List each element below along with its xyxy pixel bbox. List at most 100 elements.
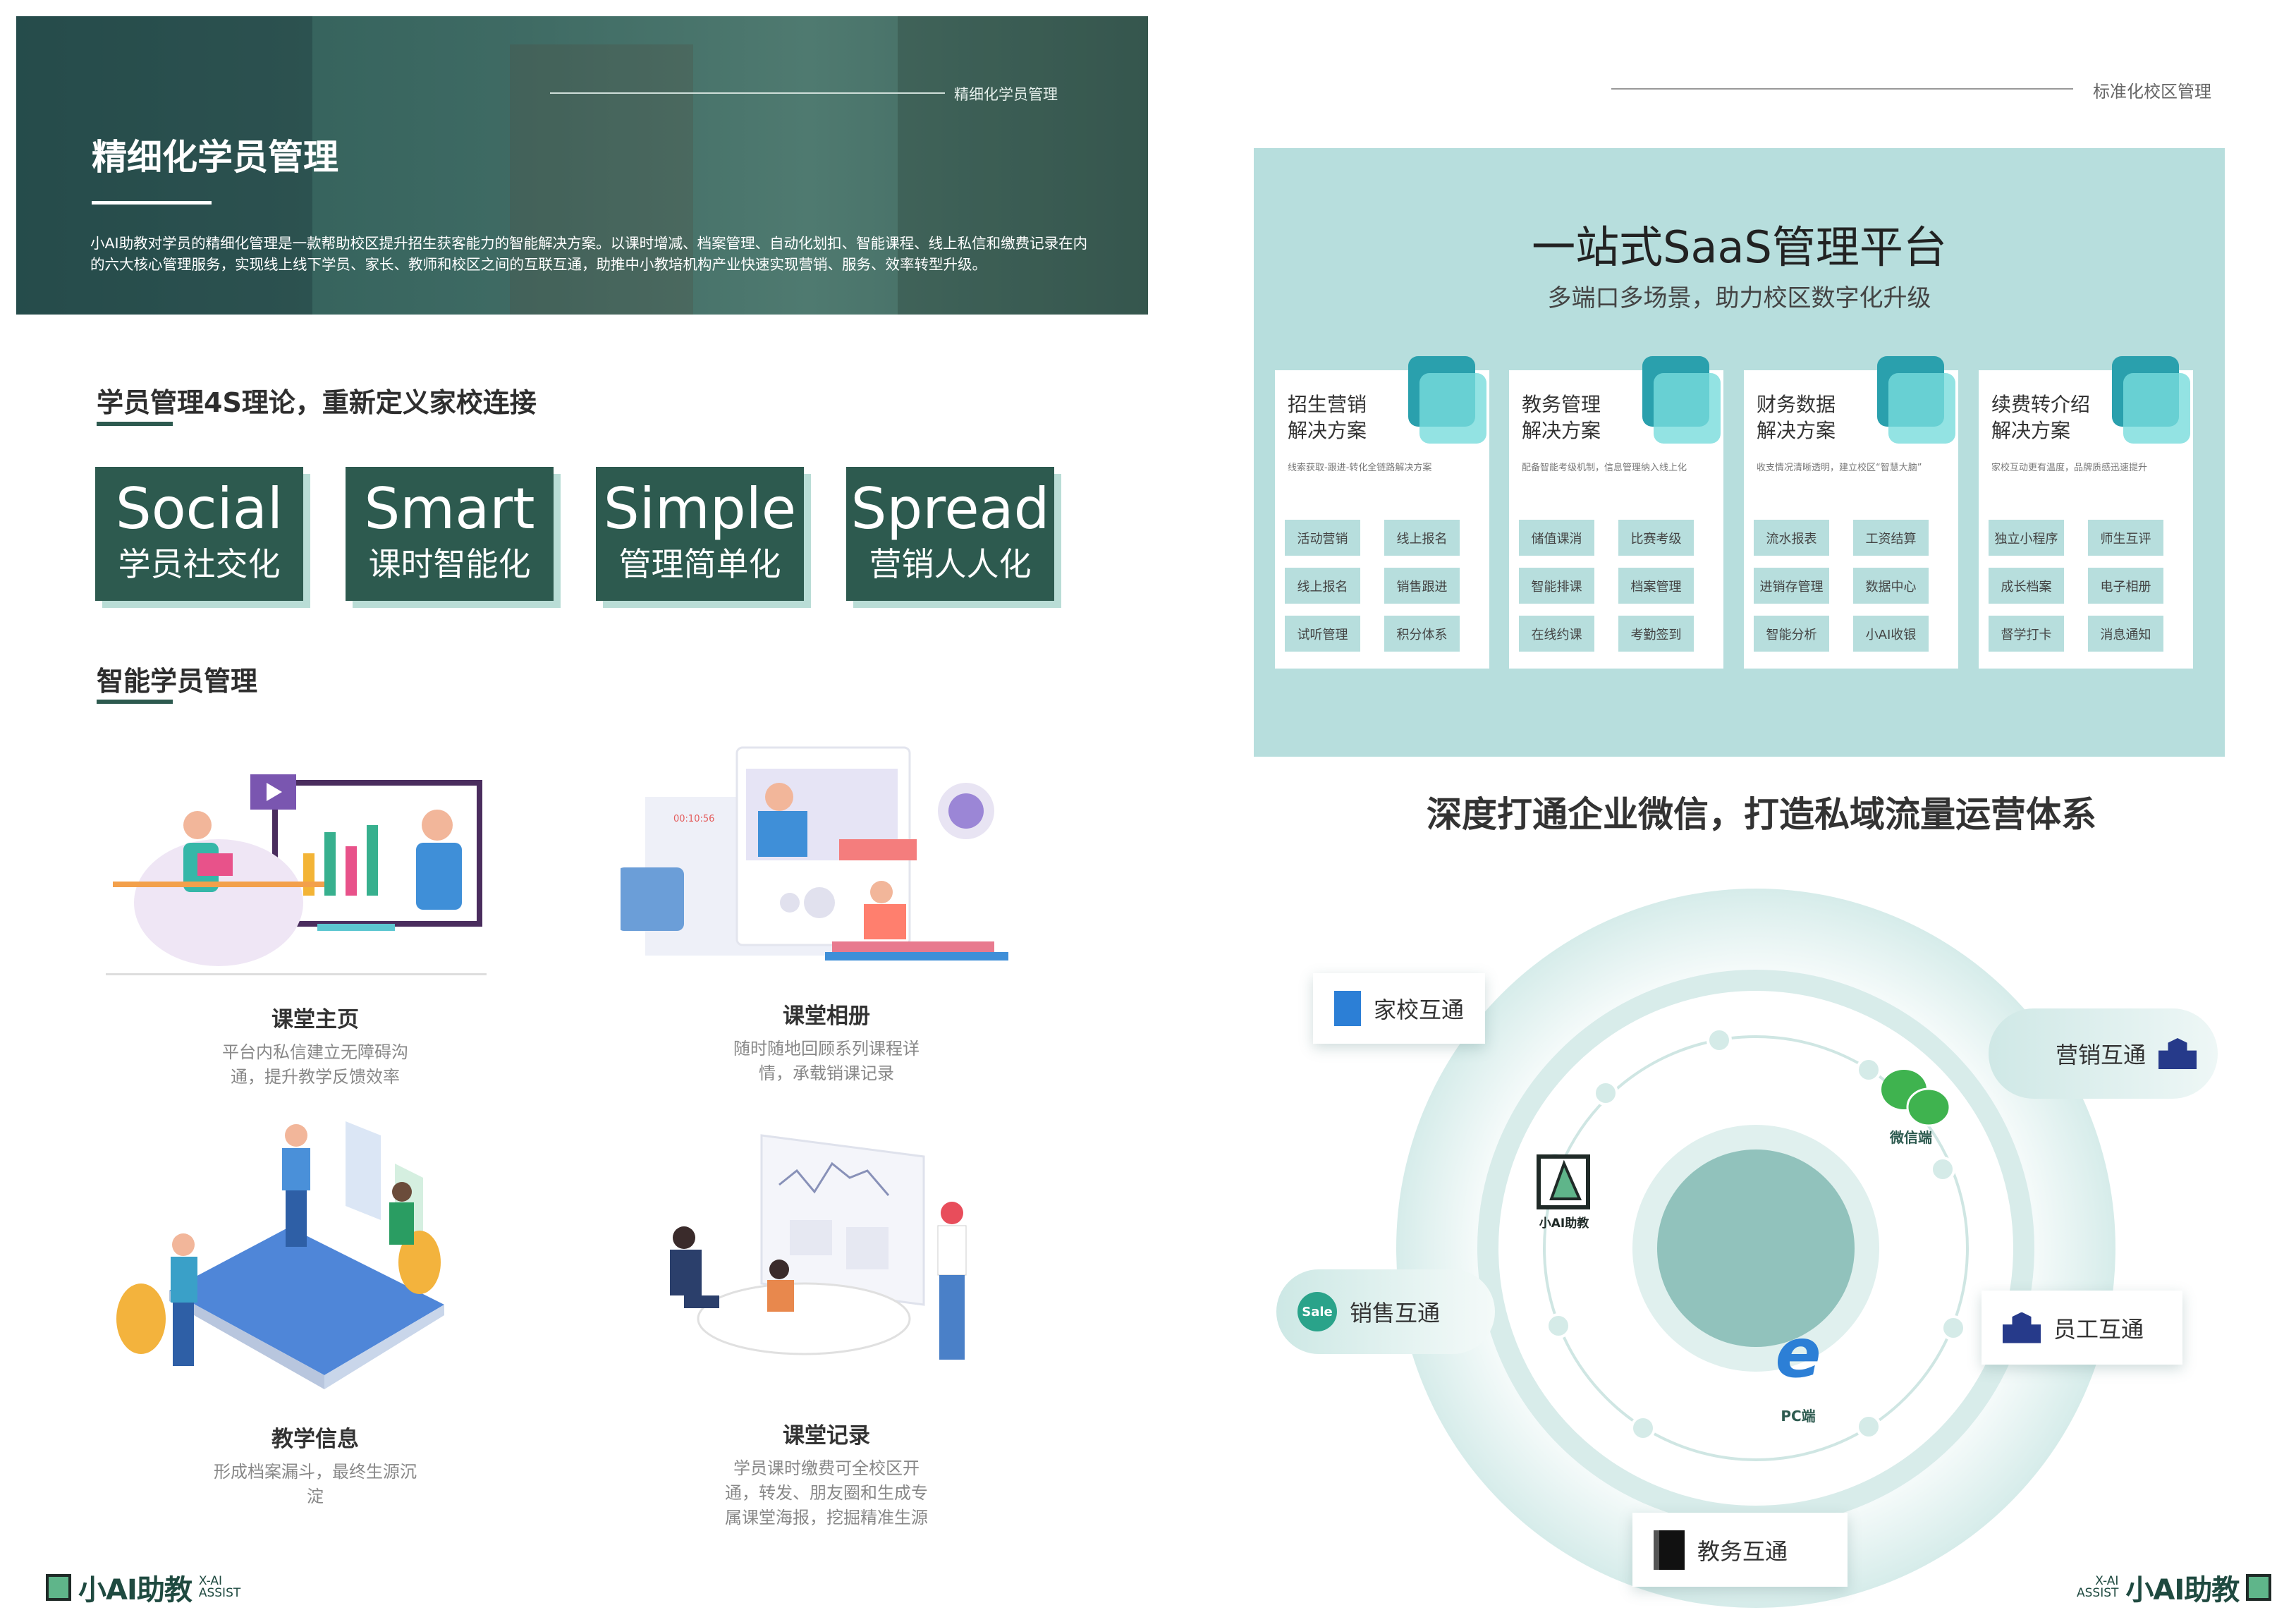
- hero-tag: 精细化学员管理: [954, 86, 1058, 103]
- feature-tag[interactable]: 在线约课: [1519, 616, 1594, 652]
- solution-card-recruit: 招生营销解决方案 线索获取-跟进-转化全链路解决方案 活动营销线上报名 线上报名…: [1275, 356, 1489, 669]
- photo-shade: [16, 16, 312, 315]
- feature-tag[interactable]: 督学打卡: [1989, 616, 2064, 652]
- feature-desc: 平台内私信建立无障碍沟通，提升教学反馈效率: [222, 1042, 408, 1087]
- hero-paragraph: 小AI助教对学员的精细化管理是一款帮助校区提升招生获客能力的智能解决方案。以课时…: [90, 235, 1088, 273]
- feature-tag[interactable]: 小AI收银: [1853, 616, 1929, 652]
- title-underline: [92, 201, 212, 205]
- section-heading-smart: 智能学员管理: [97, 666, 258, 697]
- node-staff[interactable]: 员工互通: [1981, 1291, 2182, 1365]
- feature-teaching-info: 教学信息形成档案漏斗，最终生源沉淀: [174, 1421, 456, 1509]
- logo-name: 小AI助教: [2125, 1574, 2240, 1606]
- card-title-2: 解决方案: [1757, 419, 1836, 442]
- card-title-2: 解决方案: [1991, 419, 2071, 442]
- classroom-album-illustration: 00:10:56: [621, 746, 1008, 961]
- s4-en: Simple: [603, 476, 797, 542]
- feature-desc: 形成档案漏斗，最终生源沉淀: [214, 1462, 417, 1506]
- photo-shade: [510, 44, 693, 315]
- feature-tag[interactable]: 师生互评: [2088, 520, 2163, 556]
- node-label: 教务互通: [1697, 1537, 1788, 1565]
- feature-tag[interactable]: 线上报名: [1384, 520, 1460, 556]
- feature-tag[interactable]: 积分体系: [1384, 616, 1460, 652]
- feature-classroom-record: 课堂记录学员课时缴费可全校区开通，转发、朋友圈和生成专属课堂海报，挖掘精准生源: [685, 1417, 967, 1530]
- logo-name: 小AI助教: [78, 1574, 193, 1606]
- card-title-1: 续费转介绍: [1991, 393, 2091, 416]
- feature-tag[interactable]: 电子相册: [2088, 568, 2163, 604]
- hero-banner: 精细化学员管理 精细化学员管理 小AI助教对学员的精细化管理是一款帮助校区提升招…: [16, 16, 1148, 315]
- s4-en: Smart: [364, 476, 535, 542]
- chat-icon: [1419, 373, 1486, 444]
- logo-mark-icon: [2246, 1574, 2272, 1601]
- feature-tag[interactable]: 档案管理: [1618, 568, 1694, 604]
- feature-title: 教学信息: [271, 1427, 359, 1452]
- feature-desc: 学员课时缴费可全校区开通，转发、朋友圈和生成专属课堂海报，挖掘精准生源: [725, 1458, 928, 1528]
- feature-tag[interactable]: 数据中心: [1853, 568, 1929, 604]
- feature-desc: 随时随地回顾系列课程详情，承载销课记录: [733, 1039, 920, 1083]
- database-icon: [1654, 373, 1721, 444]
- pc-label: PC端: [1781, 1408, 1815, 1425]
- card-desc: 线索获取-跟进-转化全链路解决方案: [1288, 463, 1432, 473]
- solution-card-academic: 教务管理解决方案 配备智能考级机制，信息管理纳入线上化 储值课消比赛考级 智能排…: [1509, 356, 1723, 669]
- photo-shade: [898, 16, 1148, 315]
- feature-tag[interactable]: 流水报表: [1754, 520, 1829, 556]
- feature-tag[interactable]: 考勤签到: [1618, 616, 1694, 652]
- node-marketing[interactable]: 营销互通: [1989, 1008, 2218, 1099]
- feature-tag[interactable]: 试听管理: [1285, 616, 1360, 652]
- heading-underline: [97, 422, 173, 426]
- card-desc: 收支情况清晰透明，建立校区“智慧大脑”: [1757, 463, 1922, 473]
- s4-en: Spread: [850, 476, 1050, 542]
- center-logo-label: 小AI助教: [1539, 1216, 1589, 1231]
- s4-en: Social: [115, 476, 283, 542]
- node-academic[interactable]: 教务互通: [1632, 1513, 1848, 1587]
- panel-subtitle: 多端口多场景，助力校区数字化升级: [1547, 284, 1931, 312]
- feature-classroom-album: 课堂相册随时随地回顾系列课程详情，承载销课记录: [685, 998, 967, 1086]
- building-icon: [2003, 1312, 2041, 1343]
- saas-panel: 一站式SaaS管理平台 多端口多场景，助力校区数字化升级 招生营销解决方案 线索…: [1254, 148, 2225, 757]
- feature-tag[interactable]: 工资结算: [1853, 520, 1929, 556]
- card-title-1: 招生营销: [1288, 393, 1367, 416]
- hero-title: 精细化学员管理: [92, 137, 338, 178]
- feature-tag[interactable]: 智能分析: [1754, 616, 1829, 652]
- feature-tag[interactable]: 消息通知: [2088, 616, 2163, 652]
- feature-tag[interactable]: 比赛考级: [1618, 520, 1694, 556]
- s4-cn: 课时智能化: [368, 545, 531, 583]
- feature-tag[interactable]: 储值课消: [1519, 520, 1594, 556]
- grid-icon: [2123, 373, 2190, 444]
- feature-tag[interactable]: 成长档案: [1989, 568, 2064, 604]
- feature-tag[interactable]: 智能排课: [1519, 568, 1594, 604]
- section-heading-4s: 学员管理4S理论，重新定义家校连接: [97, 387, 537, 418]
- building-icon: [1334, 991, 1361, 1026]
- core-circle: [1657, 1150, 1855, 1347]
- s4-cn: 营销人人化: [869, 545, 1032, 583]
- feature-title: 课堂记录: [783, 1423, 870, 1449]
- card-title: 续费转介绍解决方案: [1991, 391, 2090, 444]
- sale-badge-icon: Sale: [1297, 1292, 1337, 1331]
- dot-orbit: [1543, 1035, 1969, 1461]
- node-home-school[interactable]: 家校互通: [1313, 973, 1486, 1044]
- s4-cn: 学员社交化: [118, 545, 281, 583]
- s4-cn: 管理简单化: [618, 545, 781, 583]
- feature-tag[interactable]: 活动营销: [1285, 520, 1360, 556]
- logo-en2: ASSIST: [198, 1586, 241, 1600]
- teaching-info-illustration: [116, 1121, 444, 1389]
- node-label: 营销互通: [2055, 1042, 2146, 1068]
- feature-tag[interactable]: 线上报名: [1285, 568, 1360, 604]
- heading-underline: [97, 700, 173, 704]
- wecom-heading: 深度打通企业微信，打造私域流量运营体系: [1427, 794, 2096, 835]
- feature-tag[interactable]: 销售跟进: [1384, 568, 1460, 604]
- logo-en2: ASSIST: [2077, 1586, 2119, 1600]
- node-label: 家校互通: [1374, 996, 1465, 1023]
- book-icon: [1654, 1530, 1685, 1570]
- timer-text: 00:10:56: [673, 814, 714, 824]
- panel-title: 一站式SaaS管理平台: [1532, 221, 1947, 273]
- feature-tag[interactable]: 独立小程序: [1989, 520, 2064, 556]
- building-icon: [2158, 1038, 2197, 1069]
- feature-tag[interactable]: 进销存管理: [1754, 568, 1829, 604]
